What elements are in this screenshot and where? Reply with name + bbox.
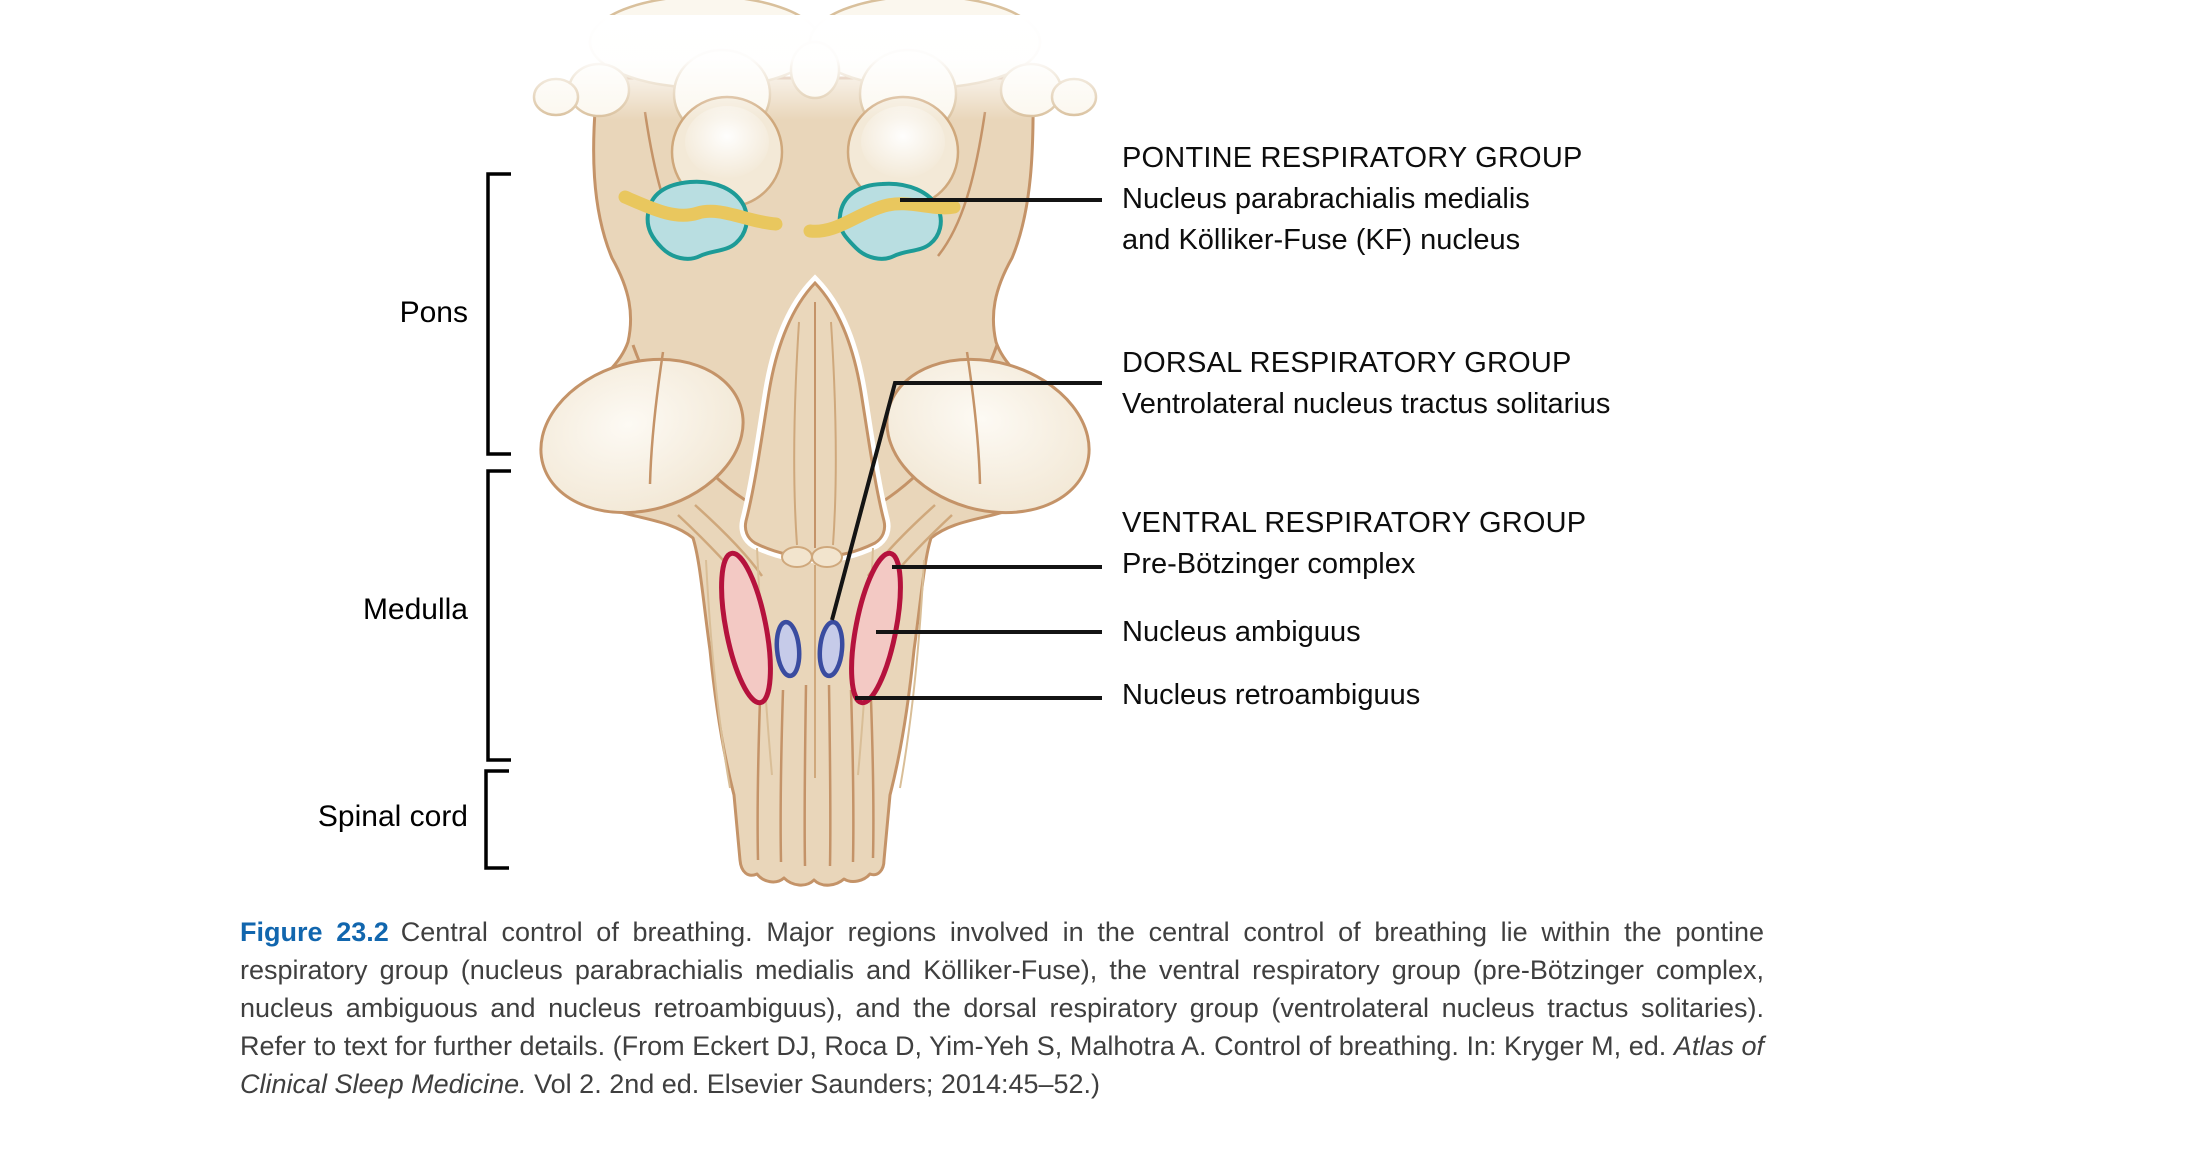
ambiguus-label: Nucleus ambiguus bbox=[1122, 616, 1361, 648]
prebotzinger-label: Pre-Bötzinger complex bbox=[1122, 548, 1416, 580]
pons-bracket bbox=[486, 172, 511, 456]
figure-number: Figure 23.2 bbox=[240, 917, 389, 947]
ambiguus-annotation: Nucleus ambiguus bbox=[1122, 612, 1361, 653]
pons-label: Pons bbox=[399, 296, 468, 329]
dorsal-column-arch bbox=[739, 274, 891, 568]
pontine-heading: PONTINE RESPIRATORY GROUP bbox=[1122, 142, 1583, 174]
ventral-annotation: VENTRAL RESPIRATORY GROUP Pre-Bötzinger … bbox=[1122, 503, 1586, 585]
retroambiguus-annotation: Nucleus retroambiguus bbox=[1122, 675, 1420, 716]
caption-text-2: Vol 2. 2nd ed. Elsevier Saunders; 2014:4… bbox=[526, 1069, 1101, 1099]
spinal-cord-bracket bbox=[484, 769, 509, 870]
top-fade bbox=[500, 15, 1180, 120]
dorsal-line1: Ventrolateral nucleus tractus solitarius bbox=[1122, 388, 1611, 420]
dorsal-respiratory-group-shapes bbox=[774, 619, 845, 679]
ventral-heading: VENTRAL RESPIRATORY GROUP bbox=[1122, 507, 1587, 539]
dorsal-heading: DORSAL RESPIRATORY GROUP bbox=[1122, 347, 1572, 379]
retroambiguus-label: Nucleus retroambiguus bbox=[1122, 679, 1421, 711]
pontine-line2: and Kölliker-Fuse (KF) nucleus bbox=[1122, 224, 1521, 256]
pontine-line1: Nucleus parabrachialis medialis bbox=[1122, 183, 1530, 215]
pontine-respiratory-group-shapes bbox=[618, 179, 961, 261]
medulla-label: Medulla bbox=[362, 593, 468, 626]
spinal-cord-label: Spinal cord bbox=[317, 800, 468, 833]
caption-book-title: Atlas of Clinical Sleep Medicine. bbox=[240, 1031, 1765, 1099]
medulla-bracket bbox=[486, 469, 511, 762]
pontine-bulges bbox=[643, 95, 987, 257]
cerebellar-peduncles bbox=[539, 351, 1091, 593]
leader-lines bbox=[830, 198, 1102, 700]
dorsal-leader-line bbox=[830, 381, 1102, 621]
region-brackets bbox=[484, 172, 511, 870]
pontine-annotation: PONTINE RESPIRATORY GROUP Nucleus parabr… bbox=[1122, 138, 1583, 261]
dorsal-annotation: DORSAL RESPIRATORY GROUP Ventrolateral n… bbox=[1122, 343, 1610, 425]
caption-text-1: Central control of breathing. Major regi… bbox=[240, 917, 1764, 1061]
ventral-respiratory-group-shapes bbox=[719, 550, 903, 706]
spinal-rootlets bbox=[756, 684, 875, 867]
